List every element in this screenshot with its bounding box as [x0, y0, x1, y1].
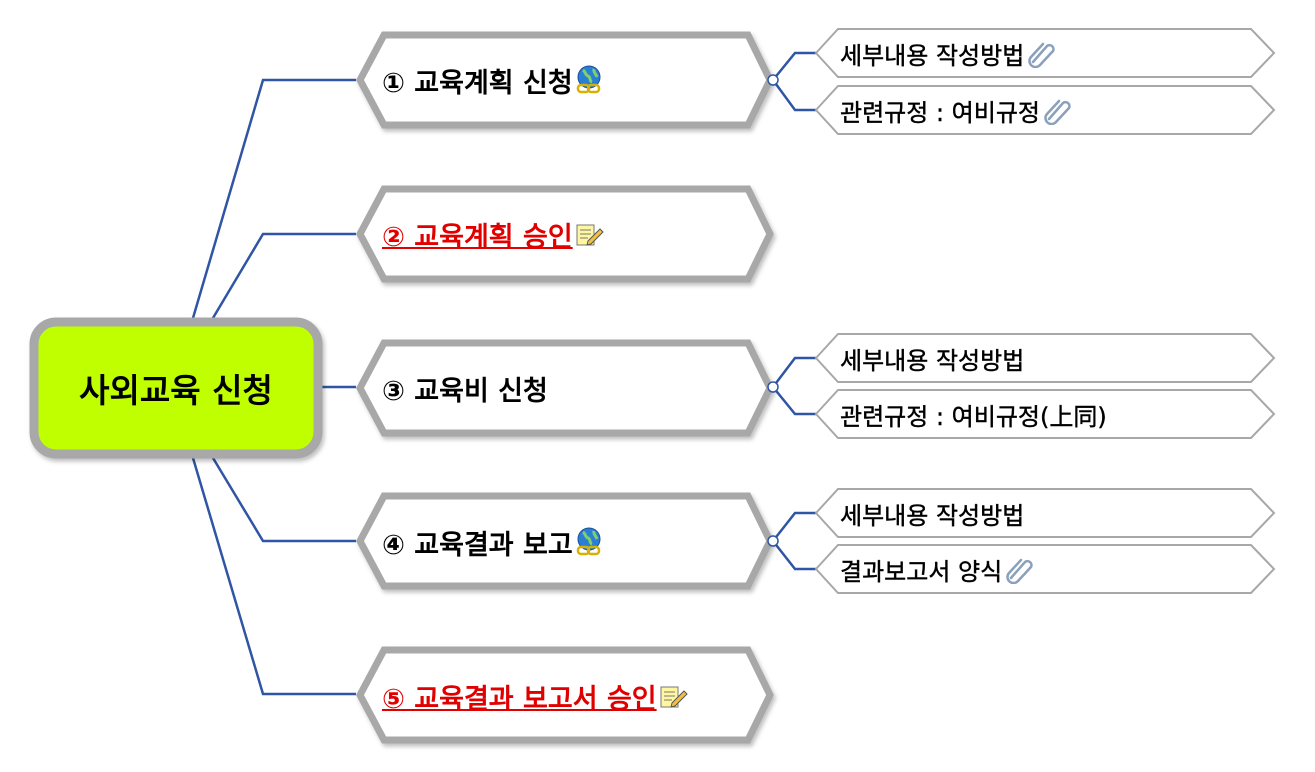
- node-label[interactable]: ② 교육계획 승인: [382, 221, 573, 253]
- subnode-shape: [814, 333, 1276, 383]
- subnode-label: 관련규정 : 여비규정(上同): [840, 402, 1107, 431]
- node-3[interactable]: ③ 교육비 신청: [382, 368, 548, 408]
- subnode-shape: [814, 389, 1276, 439]
- subnode-label: 관련규정 : 여비규정: [840, 98, 1040, 127]
- subnode-shape: [814, 28, 1276, 78]
- node-4[interactable]: ④ 교육결과 보고: [382, 522, 604, 562]
- subnode-shape: [814, 544, 1276, 594]
- node-label: ③ 교육비 신청: [382, 375, 548, 407]
- root-node-shape: [29, 317, 323, 459]
- node-2[interactable]: ② 교육계획 승인: [382, 214, 604, 254]
- collapse-toggle[interactable]: [767, 74, 779, 86]
- node-shape: [356, 646, 774, 744]
- subnode-label: 세부내용 작성방법: [840, 41, 1025, 70]
- subnode-3-2[interactable]: 관련규정 : 여비규정(上同): [840, 397, 1107, 431]
- subnode-shape: [814, 85, 1276, 135]
- node-shape: [356, 185, 774, 283]
- subnode-label: 세부내용 작성방법: [840, 501, 1025, 530]
- root-label: 사외교육 신청: [79, 371, 273, 410]
- node-label: ④ 교육결과 보고: [382, 529, 573, 561]
- connectors: [191, 51, 816, 696]
- memo-pencil-icon[interactable]: [574, 219, 604, 249]
- collapse-toggle[interactable]: [767, 535, 779, 547]
- subnode-4-1[interactable]: 세부내용 작성방법: [840, 496, 1025, 530]
- subnode-label: 결과보고서 양식: [840, 557, 1003, 586]
- subnode-1-2[interactable]: 관련규정 : 여비규정: [840, 93, 1071, 127]
- node-1[interactable]: ① 교육계획 신청: [382, 60, 604, 100]
- collapse-toggle[interactable]: [767, 381, 779, 393]
- subnode-label: 세부내용 작성방법: [840, 346, 1025, 375]
- memo-pencil-icon[interactable]: [658, 681, 688, 711]
- subnode-4-2[interactable]: 결과보고서 양식: [840, 552, 1033, 586]
- subnode-3-1[interactable]: 세부내용 작성방법: [840, 341, 1025, 375]
- globe-link-icon[interactable]: [574, 65, 604, 95]
- node-label: ① 교육계획 신청: [382, 67, 573, 99]
- subnode-shape: [814, 488, 1276, 538]
- paperclip-icon[interactable]: [1003, 554, 1033, 585]
- paperclip-icon[interactable]: [1041, 95, 1071, 126]
- node-label[interactable]: ⑤ 교육결과 보고서 승인: [382, 683, 657, 715]
- subnode-1-1[interactable]: 세부내용 작성방법: [840, 36, 1055, 70]
- root-node[interactable]: 사외교육 신청: [30, 318, 322, 458]
- node-5[interactable]: ⑤ 교육결과 보고서 승인: [382, 676, 688, 716]
- globe-link-icon[interactable]: [574, 527, 604, 557]
- paperclip-icon[interactable]: [1025, 38, 1055, 69]
